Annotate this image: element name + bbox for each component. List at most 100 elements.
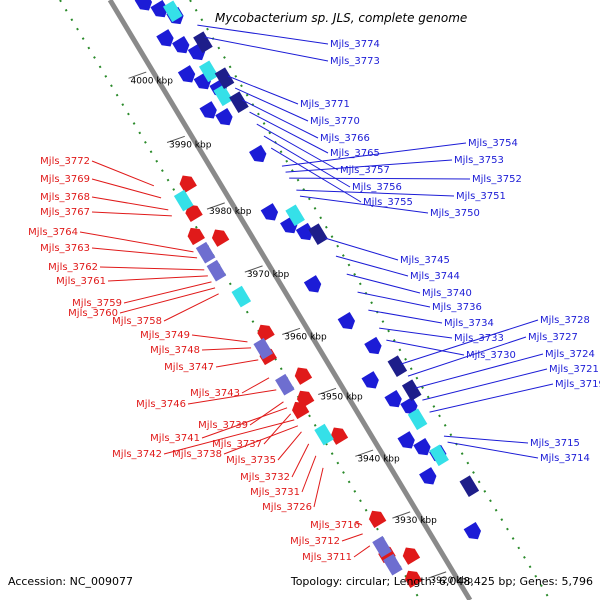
dark-gene-block xyxy=(229,91,249,113)
right-leader-line xyxy=(368,309,443,324)
reverse-gene-arrow xyxy=(330,427,349,445)
kbp-tick xyxy=(128,71,147,79)
right-gene-label: Mjls_3751 xyxy=(456,191,506,202)
reverse-gene-arrow xyxy=(179,175,197,193)
kbp-tick xyxy=(166,135,185,143)
left-leader-line xyxy=(201,347,252,351)
left-gene-label: Mjls_3711 xyxy=(302,552,352,563)
left-gene-label: Mjls_3764 xyxy=(28,227,78,238)
genome-summary: Topology: circular; Length: 6,048,425 bp… xyxy=(290,575,593,588)
right-leader-line xyxy=(422,368,548,401)
left-leader-line xyxy=(223,425,299,455)
right-leader-line xyxy=(335,255,409,277)
left-leader-line xyxy=(91,247,198,259)
right-leader-line xyxy=(234,87,309,122)
dark-gene-block xyxy=(308,223,328,245)
forward-gene-arrow xyxy=(463,521,482,540)
left-gene-label: Mjls_3735 xyxy=(226,455,276,466)
forward-gene-arrow xyxy=(156,29,174,47)
kbp-tick xyxy=(428,571,447,579)
forward-gene-arrow xyxy=(337,311,356,330)
left-leader-line xyxy=(313,467,324,508)
reverse-gene-block xyxy=(372,535,392,558)
forward-gene-arrow xyxy=(361,371,379,389)
forward-gene-arrow xyxy=(134,0,153,11)
reverse-gene-block xyxy=(383,553,403,576)
reverse-gene-block xyxy=(195,241,216,264)
right-leader-line xyxy=(357,291,431,308)
gc-track-outer xyxy=(189,0,551,600)
left-leader-line xyxy=(123,281,212,304)
left-leader-line xyxy=(241,377,270,394)
right-gene-label: Mjls_3766 xyxy=(320,133,370,144)
left-leader-line xyxy=(163,419,295,455)
left-leader-line xyxy=(277,431,302,461)
kbp-tick-label: 3940 kbp xyxy=(357,454,400,464)
forward-gene-arrow xyxy=(419,467,437,485)
forward-gene-arrow xyxy=(364,336,382,355)
left-gene-label: Mjls_3760 xyxy=(68,308,118,319)
forward-gene-arrow xyxy=(413,437,431,456)
reverse-gene-arrow xyxy=(402,547,421,565)
right-leader-line xyxy=(204,36,329,62)
right-leader-line xyxy=(281,142,467,167)
right-gene-label: Mjls_3721 xyxy=(549,364,599,375)
right-leader-line xyxy=(227,75,299,105)
right-leader-line xyxy=(249,111,329,154)
highlight-gene-block xyxy=(231,285,252,308)
left-leader-line xyxy=(263,413,292,445)
left-gene-label: Mjls_3732 xyxy=(240,472,290,483)
left-gene-label: Mjls_3739 xyxy=(198,420,248,431)
accession-label: Accession: NC_009077 xyxy=(8,575,133,588)
dark-gene-block xyxy=(214,67,235,89)
reverse-gene-block xyxy=(253,337,274,360)
left-leader-line xyxy=(201,407,288,439)
right-gene-label: Mjls_3765 xyxy=(330,148,380,159)
kbp-tick-label: 3920 kbp xyxy=(430,576,473,586)
highlight-gene-block xyxy=(285,204,305,227)
left-leader-line xyxy=(353,545,371,558)
track-layer xyxy=(59,0,551,600)
left-gene-label: Mjls_3712 xyxy=(290,536,340,547)
kbp-tick-label: 3960 kbp xyxy=(284,333,327,343)
right-gene-label: Mjls_3719 xyxy=(555,379,600,390)
forward-gene-arrow xyxy=(199,101,217,119)
right-gene-label: Mjls_3730 xyxy=(466,350,516,361)
feature-layer xyxy=(134,0,482,589)
right-gene-label: Mjls_3770 xyxy=(310,116,360,127)
kbp-tick xyxy=(392,511,411,519)
right-gene-label: Mjls_3728 xyxy=(540,315,590,326)
right-gene-label: Mjls_3744 xyxy=(410,271,460,282)
highlight-gene-block xyxy=(314,423,334,446)
forward-gene-arrow xyxy=(177,65,196,83)
reverse-gene-arrow xyxy=(368,510,387,529)
right-leader-line xyxy=(447,441,539,459)
forward-gene-arrow xyxy=(260,203,279,221)
kbp-tick-label: 3950 kbp xyxy=(320,393,363,403)
map-title: Mycobacterium sp. JLS, complete genome xyxy=(215,11,467,25)
left-gene-label: Mjls_3747 xyxy=(164,362,214,373)
kbp-tick xyxy=(355,449,374,457)
left-leader-line xyxy=(119,287,216,314)
kbp-tick xyxy=(206,202,225,210)
left-leader-line xyxy=(79,231,194,253)
reverse-gene-arrow xyxy=(185,204,203,223)
right-gene-label: Mjls_3754 xyxy=(468,138,518,149)
left-leader-line xyxy=(187,389,277,405)
right-leader-line xyxy=(242,99,319,139)
reverse-gene-arrow xyxy=(211,229,230,247)
dark-gene-block xyxy=(387,355,408,377)
reverse-gene-arrow xyxy=(257,324,275,343)
left-gene-label: Mjls_3731 xyxy=(250,487,300,498)
right-leader-line xyxy=(325,237,399,261)
left-gene-label: Mjls_3746 xyxy=(136,399,186,410)
right-gene-label: Mjls_3715 xyxy=(530,438,580,449)
left-gene-label: Mjls_3738 xyxy=(172,449,222,460)
forward-gene-arrow xyxy=(303,275,322,293)
right-gene-label: Mjls_3714 xyxy=(540,453,590,464)
left-leader-line xyxy=(291,443,310,478)
forward-gene-arrow xyxy=(172,35,190,54)
dark-gene-block xyxy=(459,475,480,497)
